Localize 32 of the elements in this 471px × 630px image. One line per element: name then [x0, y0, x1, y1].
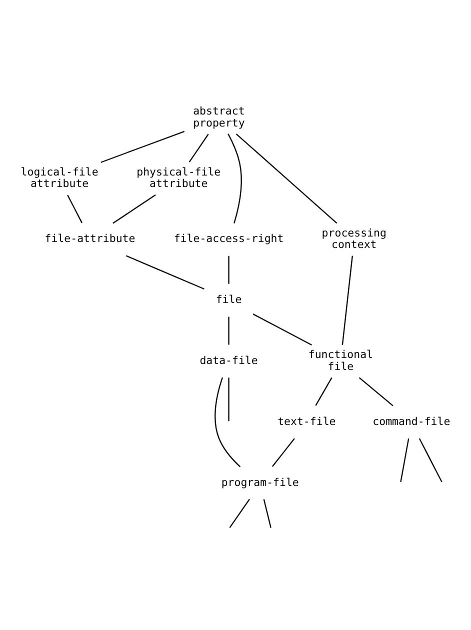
node-text: logical-file attribute	[20, 166, 98, 190]
node-text: program-file	[221, 476, 299, 489]
connector	[228, 256, 230, 284]
connector	[263, 499, 272, 528]
connector	[400, 438, 410, 482]
connector	[214, 377, 241, 468]
node-text: functional file	[308, 348, 374, 373]
connector	[228, 134, 242, 224]
node-text: data-file	[200, 354, 258, 368]
connector	[272, 438, 295, 467]
connector	[112, 194, 156, 224]
node-text: processing context	[322, 226, 386, 252]
connector	[100, 130, 185, 163]
node-text: physical-file attribute	[136, 166, 221, 190]
connector	[252, 314, 312, 346]
connector	[342, 256, 353, 346]
node-text: file-access-right	[174, 232, 284, 246]
connector	[315, 377, 332, 406]
node-text: text-file	[278, 414, 336, 428]
node-text: file-attribute	[44, 232, 136, 246]
connector	[228, 316, 230, 345]
connector	[236, 134, 338, 224]
node-text: abstract property	[193, 104, 245, 130]
connector	[358, 377, 394, 406]
connector	[126, 255, 204, 290]
connector	[67, 194, 82, 224]
node-text: command-file	[372, 414, 450, 428]
connector	[418, 438, 442, 482]
node-text: file	[216, 293, 242, 306]
connector	[188, 134, 209, 162]
connector	[228, 378, 230, 422]
connector	[229, 498, 250, 528]
